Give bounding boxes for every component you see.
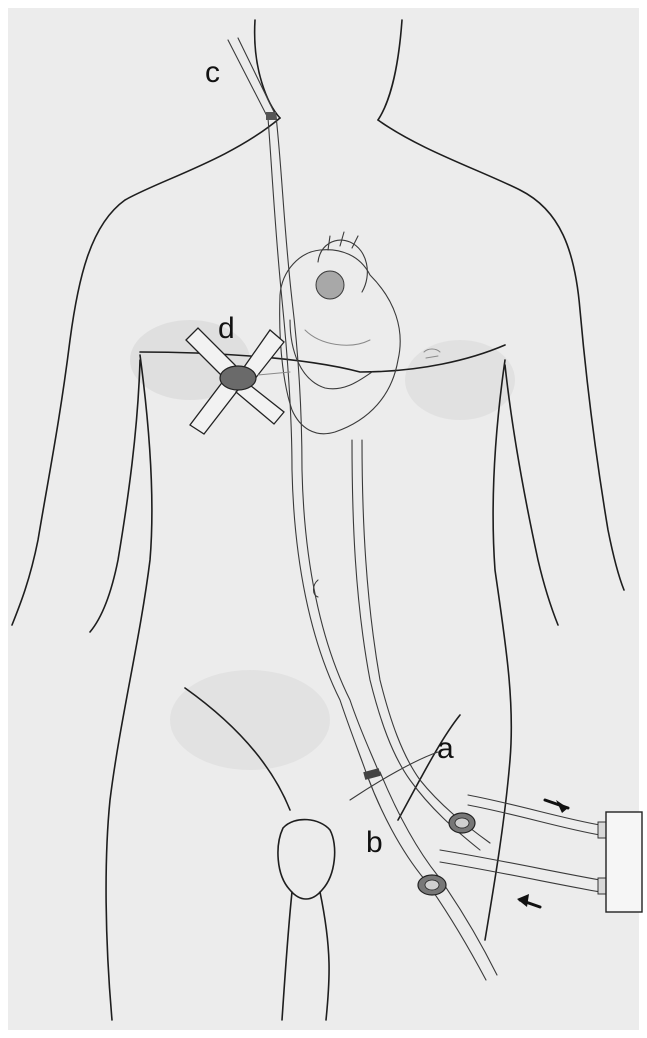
jugular-cannula-left-wall: [228, 40, 367, 775]
arterial-cannula-right-wall: [362, 440, 490, 843]
genitals-outline: [278, 820, 335, 899]
label-c: c: [205, 56, 220, 89]
connector-lower: [418, 875, 446, 895]
right-arm-inner: [505, 365, 558, 625]
right-groin-line: [398, 715, 460, 820]
tubing-to-pump: [440, 795, 607, 894]
heart-drawing: [280, 232, 401, 434]
left-arm-inner: [90, 360, 140, 632]
label-b: b: [366, 826, 383, 859]
femoral-cannula-right-wall: [380, 772, 497, 975]
left-thigh-line: [282, 892, 292, 1020]
jugular-insertion-mark: [266, 112, 276, 120]
femoral-insertion-mark: [363, 768, 381, 780]
heart-chamber-line: [305, 330, 370, 345]
right-thigh-line: [320, 892, 329, 1020]
cross-device-center: [220, 366, 256, 390]
lower-tube-bottom: [440, 862, 600, 892]
neck-left-line: [255, 20, 280, 118]
neck-right-line: [378, 20, 402, 120]
lower-tube-top: [440, 850, 600, 880]
left-torso-side: [106, 355, 152, 1020]
cannula-heart-loop: [290, 320, 372, 389]
right-torso-side: [485, 360, 511, 940]
flow-arrow-left: [517, 894, 540, 907]
aortic-valve-blob: [316, 271, 344, 299]
arterial-cannula-left-wall: [352, 440, 480, 850]
jugular-cannula: [228, 38, 380, 775]
femoral-venous-cannula: [363, 768, 497, 980]
pump-box: [606, 812, 642, 912]
label-a: a: [437, 732, 454, 765]
connector-upper: [449, 813, 475, 833]
body-outline: [12, 20, 624, 1020]
flow-arrow-right: [545, 800, 568, 813]
cross-device-lead: [258, 372, 290, 375]
great-vessel-1: [328, 232, 358, 250]
label-d: d: [218, 312, 235, 345]
groin-incision-line: [350, 752, 438, 800]
